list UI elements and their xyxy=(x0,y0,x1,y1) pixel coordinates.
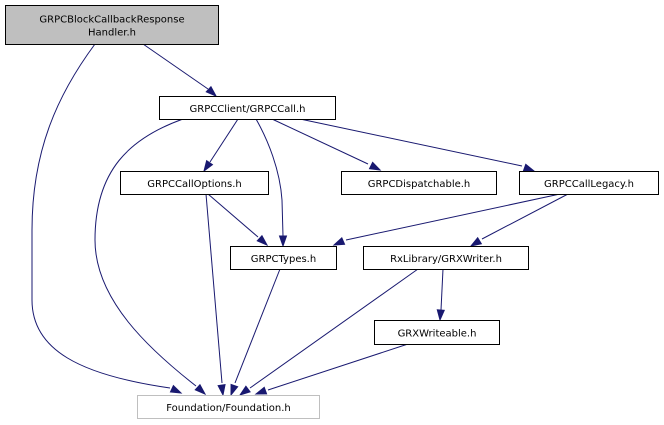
arrowhead-icon xyxy=(256,234,269,247)
node-box[interactable] xyxy=(5,5,219,45)
edge-calllegacy-to-grxwriter xyxy=(469,193,569,247)
arrowhead-icon xyxy=(278,235,288,248)
node-label: GRXWriteable.h xyxy=(398,329,477,340)
node-box[interactable] xyxy=(120,171,269,195)
edge-line xyxy=(209,118,239,163)
arrowhead-icon xyxy=(230,383,239,397)
edge-root-to-grpccall xyxy=(142,43,218,98)
arrowhead-icon xyxy=(169,384,183,394)
arrowhead-icon xyxy=(217,384,226,397)
arrowhead-icon xyxy=(436,309,445,322)
arrowhead-icon xyxy=(254,386,268,395)
edge-line xyxy=(205,193,223,384)
node-label: GRPCCallLegacy.h xyxy=(544,179,634,190)
arrowhead-icon xyxy=(205,85,218,98)
node-calllegacy[interactable]: GRPCCallLegacy.h xyxy=(519,171,659,195)
node-box[interactable] xyxy=(137,395,320,419)
node-box[interactable] xyxy=(519,171,659,195)
edge-types-to-foundation xyxy=(230,268,281,397)
node-label: GRPCDispatchable.h xyxy=(368,179,471,190)
node-label: GRPCBlockCallbackResponse xyxy=(39,15,184,26)
edge-grpccall-to-calloptions xyxy=(203,118,239,173)
edge-line xyxy=(31,43,171,389)
edge-line xyxy=(271,118,369,165)
edge-line xyxy=(249,268,419,389)
edges-layer xyxy=(31,43,569,397)
node-label: GRPCClient/GRPCCall.h xyxy=(190,104,306,115)
edge-grxwriter-to-foundation xyxy=(238,268,419,396)
edge-grpccall-to-foundation xyxy=(94,118,207,396)
edge-line xyxy=(440,268,444,311)
node-label: Handler.h xyxy=(88,28,136,39)
edge-line xyxy=(234,268,281,384)
node-grxwriter[interactable]: RxLibrary/GRXWriter.h xyxy=(363,246,529,270)
edge-line xyxy=(267,343,409,391)
node-box[interactable] xyxy=(374,320,500,345)
edge-grpccall-to-types xyxy=(255,118,288,248)
edge-line xyxy=(94,118,197,387)
node-dispatchable[interactable]: GRPCDispatchable.h xyxy=(341,171,497,195)
edge-grxwriteable-to-foundation xyxy=(254,343,409,395)
edge-line xyxy=(481,193,569,240)
edge-line xyxy=(207,193,259,238)
node-box[interactable] xyxy=(363,246,529,270)
edge-calllegacy-to-types xyxy=(332,193,561,246)
node-foundation[interactable]: Foundation/Foundation.h xyxy=(137,395,320,419)
edge-calloptions-to-types xyxy=(207,193,269,247)
node-label: GRPCCallOptions.h xyxy=(147,179,241,190)
arrowhead-icon xyxy=(194,383,207,396)
edge-line xyxy=(255,118,284,237)
node-calloptions[interactable]: GRPCCallOptions.h xyxy=(120,171,269,195)
arrowhead-icon xyxy=(203,159,214,173)
edge-line xyxy=(142,43,209,90)
node-box[interactable] xyxy=(230,246,337,270)
node-label: Foundation/Foundation.h xyxy=(166,403,291,414)
arrowhead-icon xyxy=(469,236,483,247)
arrowhead-icon xyxy=(368,161,382,171)
edge-root-to-foundation xyxy=(31,43,183,394)
edge-line xyxy=(345,193,561,241)
arrowhead-icon xyxy=(522,163,536,172)
arrowhead-icon xyxy=(238,385,251,396)
node-box[interactable] xyxy=(159,96,336,120)
arrowhead-icon xyxy=(332,236,346,246)
edge-grpccall-to-dispatchable xyxy=(271,118,382,171)
node-label: RxLibrary/GRXWriter.h xyxy=(390,254,502,265)
node-grpccall[interactable]: GRPCClient/GRPCCall.h xyxy=(159,96,336,120)
node-label: GRPCTypes.h xyxy=(251,254,316,265)
edge-grpccall-to-calllegacy xyxy=(299,118,536,172)
edge-calloptions-to-foundation xyxy=(205,193,226,397)
node-types[interactable]: GRPCTypes.h xyxy=(230,246,337,270)
edge-line xyxy=(299,118,523,167)
edge-grxwriter-to-grxwriteable xyxy=(436,268,445,322)
node-grxwriteable[interactable]: GRXWriteable.h xyxy=(374,320,500,345)
nodes-layer: GRPCBlockCallbackResponseHandler.hGRPCCl… xyxy=(5,5,659,419)
node-box[interactable] xyxy=(341,171,497,195)
